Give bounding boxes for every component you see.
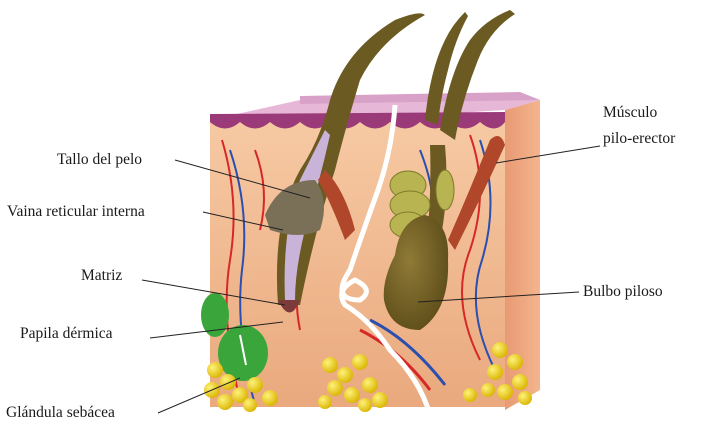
label-matrix: Matriz: [81, 267, 122, 285]
label-arrector-muscle-line2: pilo-erector: [603, 130, 675, 148]
label-dermal-papilla: Papila dérmica: [20, 325, 113, 343]
label-sebaceous-gland: Glándula sebácea: [6, 404, 115, 422]
label-inner-root-sheath: Vaina reticular interna: [7, 203, 145, 221]
label-arrector-muscle-line1: Músculo: [603, 104, 657, 122]
label-hair-bulb: Bulbo piloso: [583, 283, 663, 301]
label-hair-shaft: Tallo del pelo: [57, 151, 142, 169]
